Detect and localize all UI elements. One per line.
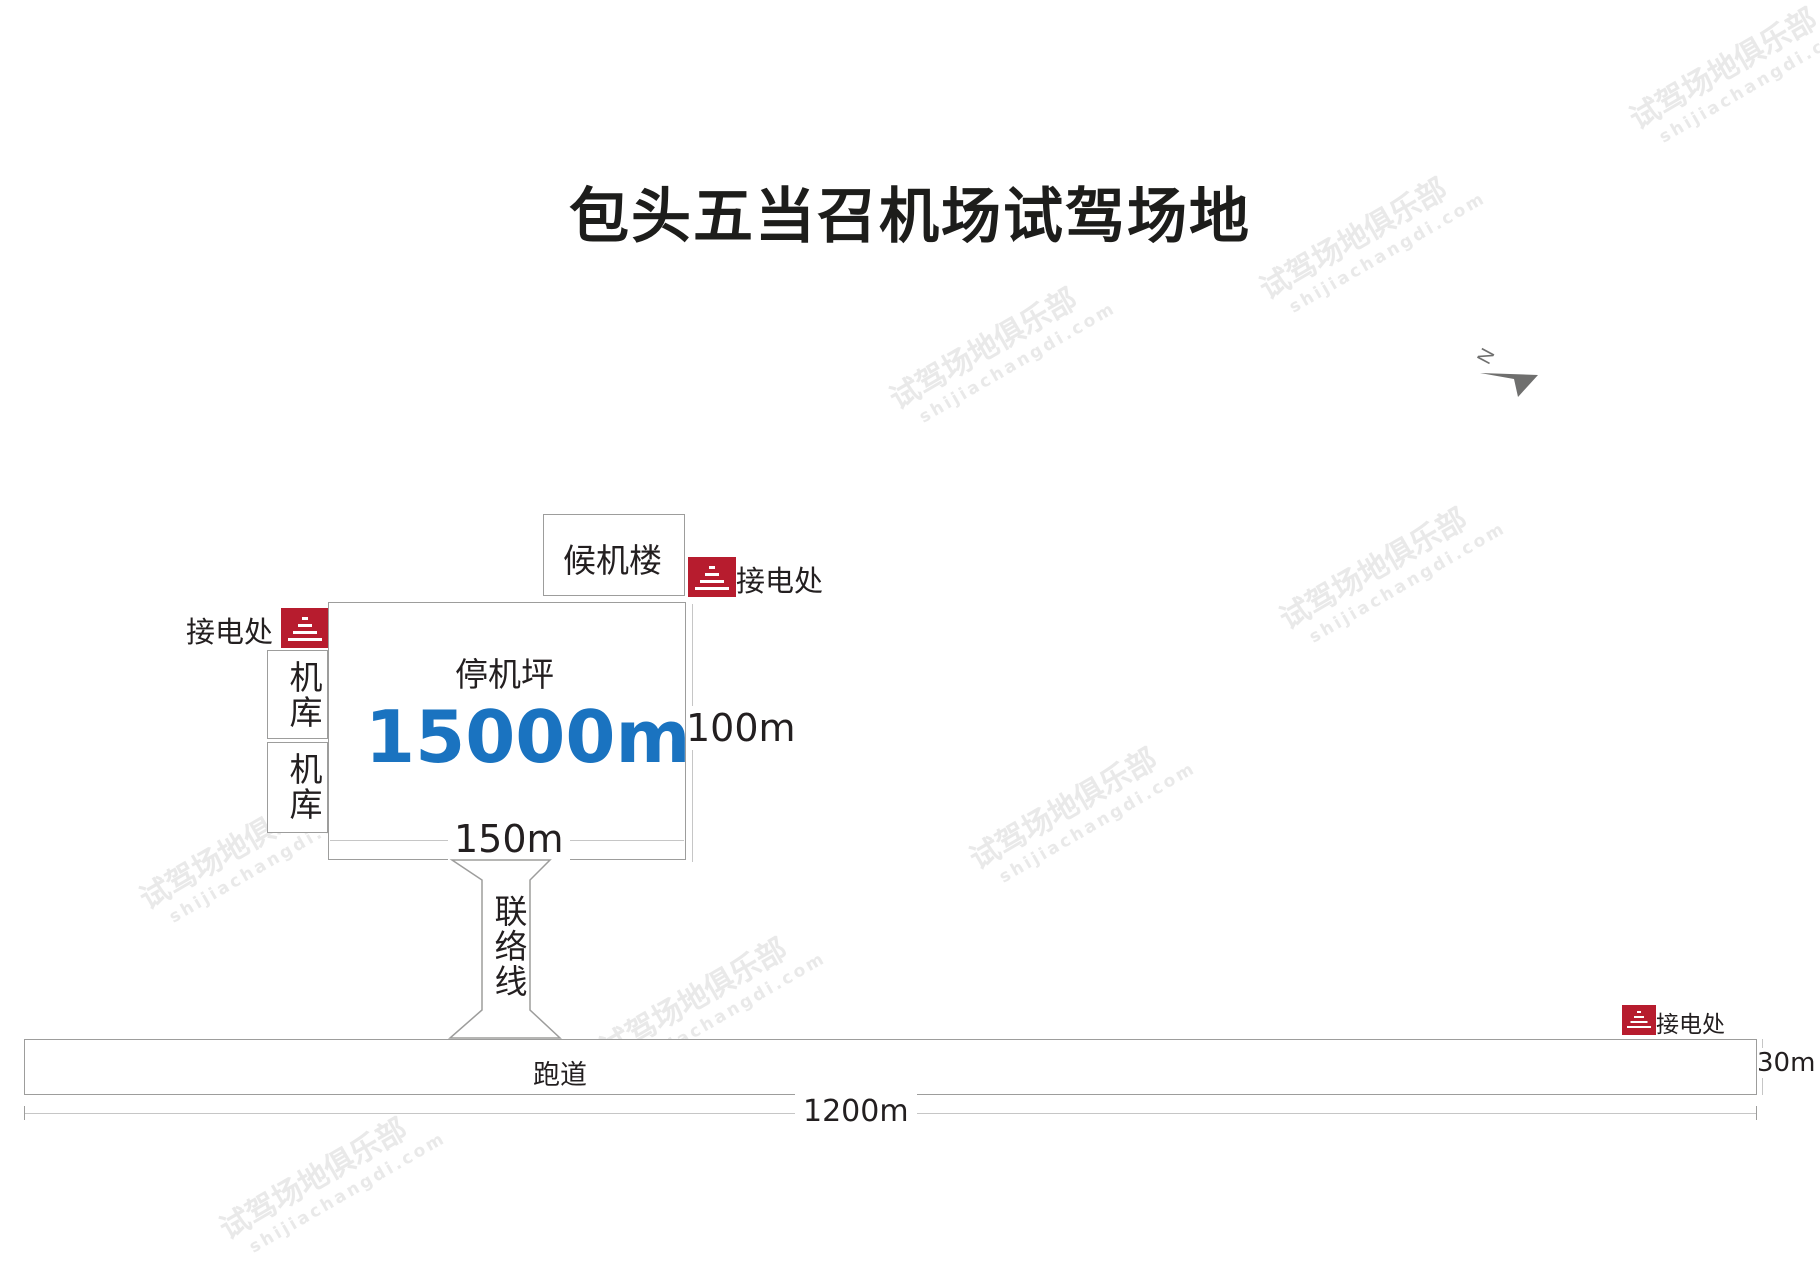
terminal-label: 候机楼	[563, 541, 662, 580]
power-point-label: 接电处	[736, 564, 824, 598]
power-point-label: 接电处	[1656, 1012, 1725, 1038]
watermark-url: shijiachangdi.com	[1655, 18, 1820, 148]
page-title: 包头五当召机场试驾场地	[569, 182, 1251, 252]
connector-label: 联络线	[489, 894, 528, 999]
watermark-brand: 试驾场地俱乐部	[1624, 1, 1820, 138]
runway-width-label: 30m	[1757, 1048, 1816, 1078]
power-point-icon	[281, 608, 329, 648]
watermark-brand: 试驾场地俱乐部	[964, 741, 1164, 878]
power-point-label: 接电处	[186, 615, 274, 649]
runway	[24, 1039, 1757, 1095]
hangar-1-label: 机库	[284, 660, 323, 730]
watermark: 试驾场地俱乐部 shijiachangdi.com	[1270, 480, 1510, 655]
watermark: 试驾场地俱乐部 shijiachangdi.com	[960, 720, 1200, 895]
watermark-brand: 试驾场地俱乐部	[1274, 501, 1474, 638]
watermark: 试驾场地俱乐部 shijiachangdi.com	[210, 1090, 450, 1265]
apron-width-label: 150m	[448, 817, 570, 861]
connector-taxiway	[448, 859, 562, 1039]
watermark: 试驾场地俱乐部 shijiachangdi.com	[1620, 0, 1820, 155]
hangar-1	[267, 650, 328, 739]
runway-length-label: 1200m	[795, 1094, 917, 1129]
apron-area: 15000m²	[365, 695, 723, 779]
watermark-url: shijiachangdi.com	[1305, 518, 1510, 648]
runway-length-tick	[1756, 1106, 1757, 1120]
watermark: 试驾场地俱乐部 shijiachangdi.com	[880, 260, 1120, 435]
watermark-url: shijiachangdi.com	[915, 298, 1120, 428]
runway-length-tick	[24, 1106, 25, 1120]
watermark-url: shijiachangdi.com	[245, 1128, 450, 1258]
power-point-icon	[688, 557, 736, 597]
compass-north-label: N	[1473, 345, 1499, 368]
hangar-2	[267, 742, 328, 833]
compass-icon: N	[1473, 345, 1538, 397]
runway-label: 跑道	[533, 1060, 587, 1091]
power-point-icon	[1622, 1005, 1656, 1035]
watermark-brand: 试驾场地俱乐部	[884, 281, 1084, 418]
watermark-url: shijiachangdi.com	[995, 758, 1200, 888]
apron-height-label: 100m	[686, 706, 796, 750]
apron-label: 停机坪	[455, 655, 554, 694]
hangar-2-label: 机库	[284, 752, 323, 822]
terminal-building	[543, 514, 685, 596]
